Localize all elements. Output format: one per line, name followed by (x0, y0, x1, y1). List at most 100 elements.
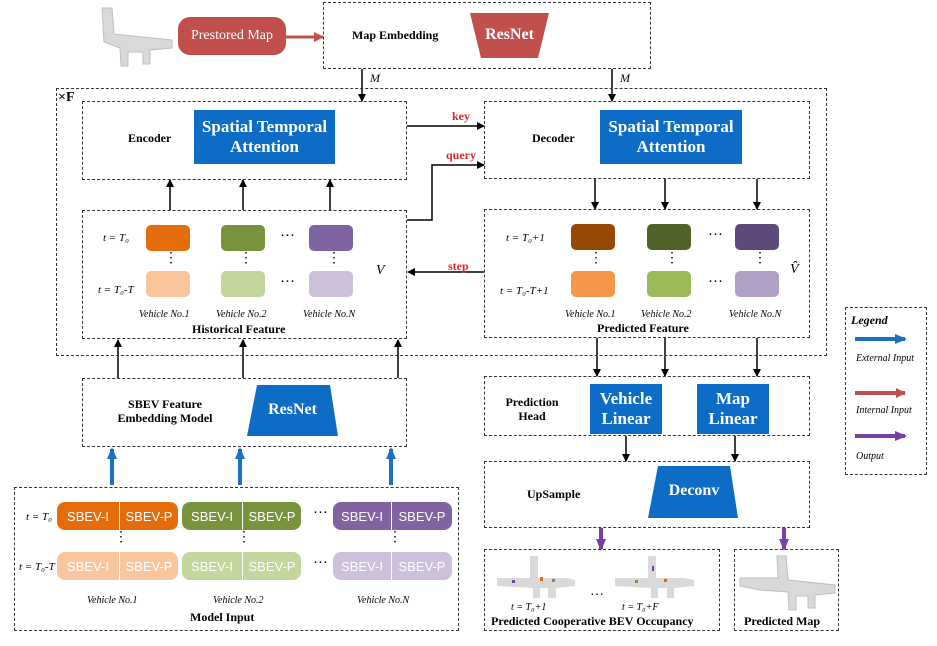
map-embedding-label: Map Embedding (352, 28, 439, 42)
hist-vehicle-1: Vehicle No.1 (139, 309, 190, 320)
legend-external-label: External Input (856, 353, 915, 364)
prestored-map-box: Prestored Map (178, 17, 286, 55)
occupancy-t1: t = T₀+1 (511, 602, 547, 613)
hist-v2-top (221, 225, 265, 251)
pred-ellipsis-bottom: ··· (708, 274, 723, 290)
pill-label: SBEV-P (125, 508, 173, 524)
v1-sbev-p-bottom: SBEV-P (120, 552, 178, 580)
encoder-box (82, 101, 407, 180)
encoder-label: Encoder (128, 131, 172, 145)
prestored-map-label: Prestored Map (190, 28, 274, 43)
predicted-feature-box (484, 209, 810, 338)
pill-label: SBEV-P (398, 558, 446, 574)
hist-v2-bottom (221, 271, 265, 297)
loop-label: ×F (58, 90, 75, 105)
predicted-map-box (734, 549, 839, 631)
occupancy-thumbnail-2 (615, 556, 694, 598)
vN-sbev-p-bottom: SBEV-P (392, 552, 452, 580)
vN-sbev-i-bottom: SBEV-I (333, 552, 391, 580)
model-input-box (14, 487, 459, 631)
map-linear-box: Map Linear (697, 384, 769, 434)
predicted-feature-title: Predicted Feature (597, 321, 689, 335)
v2-sbev-p-bottom: SBEV-P (243, 552, 301, 580)
vehicle-linear-box: Vehicle Linear (590, 384, 662, 434)
v1-sbev-i-bottom: SBEV-I (57, 552, 119, 580)
pred-v-symbol: V̂ (790, 262, 799, 277)
vehicle-linear-label: Vehicle Linear (599, 388, 653, 428)
resnet-trapezoid-sbev (247, 385, 338, 436)
input-vehicle-1: Vehicle No.1 (87, 595, 138, 606)
resnet-trapezoid-top (470, 13, 549, 58)
input-vehicle-2: Vehicle No.2 (213, 595, 264, 606)
pill-label: SBEV-P (398, 508, 446, 524)
input-t-top: t = T₀ (26, 511, 52, 523)
pred-vdots-1: ⋮ (589, 251, 603, 266)
hist-vN-top (309, 225, 353, 251)
key-label: key (452, 109, 470, 123)
encoder-attention-box: Spatial Temporal Attention (194, 110, 335, 164)
pred-v1-top (571, 224, 615, 250)
hist-v1-top (146, 225, 190, 251)
pred-vehicle-N: Vehicle No.N (729, 309, 782, 320)
vN-sbev-p-top: SBEV-P (392, 502, 452, 530)
prestored-map-thumbnail (101, 7, 173, 67)
input-ellipsis-bottom: ··· (313, 555, 328, 571)
pill-label: SBEV-I (341, 508, 383, 524)
hist-v1-bottom (146, 271, 190, 297)
input-vdots-1: ⋮ (114, 530, 128, 545)
upsample-box (484, 461, 810, 528)
pill-label: SBEV-I (341, 558, 383, 574)
pred-v2-top (647, 224, 691, 250)
encoder-attention-label: Spatial Temporal Attention (201, 116, 328, 156)
v2-sbev-i-top: SBEV-I (182, 502, 242, 530)
pill-label: SBEV-I (67, 558, 109, 574)
map-embedding-box (323, 2, 651, 69)
decoder-attention-label: Spatial Temporal Attention (608, 116, 734, 156)
predicted-t-top: t = T₀+1 (506, 232, 545, 244)
sbev-embedding-box (82, 378, 407, 447)
predicted-map-thumbnail (739, 555, 836, 611)
decoder-box (484, 101, 810, 179)
predicted-t-bottom: t = T₀-T+1 (500, 285, 549, 297)
input-t-bottom: t = T₀-T (19, 561, 55, 573)
hist-vdots-2: ⋮ (239, 251, 253, 266)
m-right-label: M (620, 71, 630, 85)
historical-t-top: t = T₀ (103, 232, 129, 244)
vN-sbev-i-top: SBEV-I (333, 502, 391, 530)
sbev-resnet-label: ResNet (268, 401, 317, 418)
hist-ellipsis-bottom: ··· (280, 274, 295, 290)
hist-vdots-3: ⋮ (327, 251, 341, 266)
occupancy-thumbnail-1 (497, 556, 575, 598)
loop-box (56, 88, 827, 356)
query-label: query (446, 148, 476, 162)
predicted-map-title: Predicted Map (744, 614, 821, 628)
v2-sbev-p-top: SBEV-P (243, 502, 301, 530)
v1-sbev-i-top: SBEV-I (57, 502, 119, 530)
resnet-top-label: ResNet (485, 26, 534, 43)
pill-label: SBEV-P (248, 508, 296, 524)
pred-vehicle-2: Vehicle No.2 (641, 309, 692, 320)
decoder-label: Decoder (532, 131, 575, 145)
pill-label: SBEV-I (191, 508, 233, 524)
pill-label: SBEV-P (125, 558, 173, 574)
pill-label: SBEV-I (191, 558, 233, 574)
legend-title: Legend (851, 313, 888, 327)
pred-vN-bottom (735, 271, 779, 297)
hist-ellipsis-top: ··· (280, 228, 295, 244)
pred-v2-bottom (647, 271, 691, 297)
decoder-attention-box: Spatial Temporal Attention (600, 110, 742, 164)
legend-output-label: Output (856, 451, 884, 462)
hist-vehicle-2: Vehicle No.2 (216, 309, 267, 320)
occupancy-title: Predicted Cooperative BEV Occupancy (491, 614, 694, 628)
occupancy-ellipsis: ··· (590, 588, 604, 603)
prediction-head-label: Prediction Head (505, 395, 559, 423)
pred-ellipsis-top: ··· (708, 227, 723, 243)
v2-sbev-i-bottom: SBEV-I (182, 552, 242, 580)
deconv-label: Deconv (668, 482, 720, 499)
legend-internal-label: Internal Input (856, 405, 912, 416)
legend-box (845, 307, 927, 475)
hist-v-symbol: V (376, 263, 385, 278)
hist-vdots-1: ⋮ (164, 251, 178, 266)
